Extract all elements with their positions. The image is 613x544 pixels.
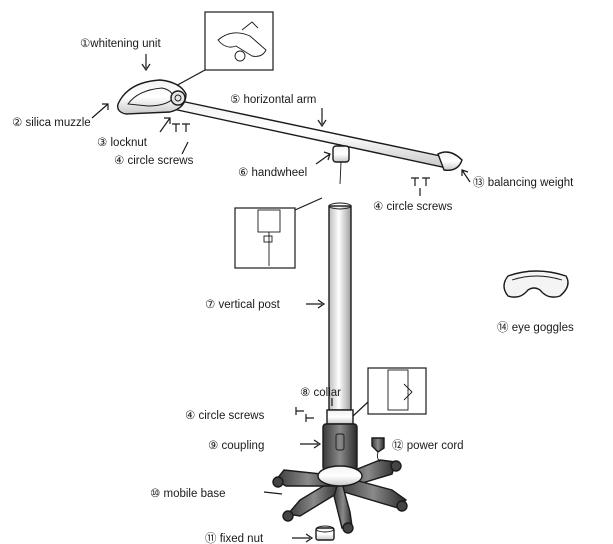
power-cord	[371, 437, 385, 463]
caster-wheel	[282, 510, 294, 522]
eye-goggles	[503, 270, 569, 298]
caster-wheel	[272, 476, 284, 488]
collar-detail-inset	[367, 367, 427, 415]
label-circle-screws-2: ④ circle screws	[373, 201, 453, 213]
caster-wheel	[390, 460, 402, 472]
label-vertical-post: ⑦ vertical post	[205, 299, 281, 311]
caster-wheel	[342, 522, 354, 534]
collar	[326, 409, 354, 425]
circle-screws-set-3	[295, 407, 314, 422]
inset-pointer	[294, 197, 323, 211]
head-detail-inset	[204, 11, 274, 71]
label-handwheel: ⑥ handwheel	[238, 167, 307, 179]
inset-pointer	[352, 401, 369, 417]
whitening-unit	[116, 79, 187, 115]
label-horizontal-arm: ⑤ horizontal arm	[230, 94, 316, 106]
label-silica-muzzle: ② silica muzzle	[12, 117, 91, 129]
label-balancing-weight: ⑬ balancing weight	[473, 176, 574, 189]
fixed-nut	[315, 525, 335, 541]
label-whitening-unit: ①whitening unit	[80, 38, 161, 50]
horizontal-arm	[172, 99, 451, 169]
handwheel	[332, 145, 350, 185]
balancing-weight	[437, 151, 463, 171]
post-detail-inset	[234, 207, 296, 269]
label-circle-screws-3: ④ circle screws	[185, 410, 265, 422]
vertical-post	[328, 202, 352, 411]
label-mobile-base: ⑩ mobile base	[150, 488, 226, 500]
mobile-base	[272, 459, 408, 534]
label-fixed-nut: ⑪ fixed nut	[205, 532, 264, 544]
label-locknut: ③ locknut	[97, 137, 148, 149]
circle-screws-set-2	[411, 177, 430, 186]
leader-lines	[91, 54, 471, 543]
label-collar: ⑧ collar	[300, 387, 341, 399]
label-circle-screws-1: ④ circle screws	[114, 155, 194, 167]
coupling	[322, 423, 358, 471]
label-coupling: ⑨ coupling	[208, 440, 264, 452]
circle-screws-set-1	[172, 123, 190, 132]
caster-wheel	[396, 500, 408, 512]
label-power-cord: ⑫ power cord	[392, 439, 464, 452]
label-eye-goggles: ⑭ eye goggles	[497, 321, 574, 334]
